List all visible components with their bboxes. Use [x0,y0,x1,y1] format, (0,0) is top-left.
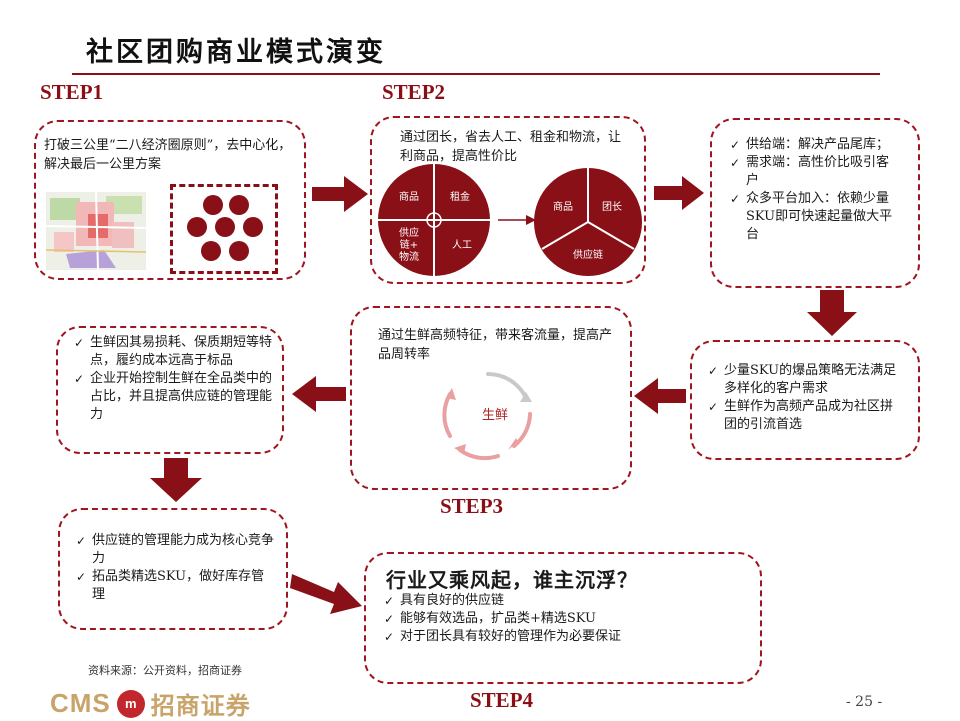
cost-structure-diagram: 商品 租金 供应 链+ 物流 人工 商品 团长 供应链 [378,164,642,276]
step2-text: 通过团长，省去人工、租金和物流，让利商品，提高性价比 [400,130,622,164]
step2-box: 通过团长，省去人工、租金和物流，让利商品，提高性价比 商品 租金 供应 链+ 物… [370,116,646,284]
fresh-issues-list: 生鲜因其易损耗、保质期短等特点，履约成本远高于标品 企业开始控制生鲜在全品类中的… [72,334,272,424]
step4-headline: 行业又乘风起，谁主沉浮？ [386,568,638,592]
arrow-down-icon [807,290,857,336]
core-competence-list: 供应链的管理能力成为核心竞争力 拓品类精选SKU，做好库存管理 [74,532,274,604]
step2-effects-list: 供给端：解决产品尾库； 需求端：高性价比吸引客户 众多平台加入：依赖少量SKU即… [728,136,900,244]
company-logo: CMS m 招商证券 [50,686,251,721]
cycle-label: 生鲜 [482,408,509,423]
pie-label-goods: 商品 [399,190,419,203]
list-item: 能够有效选品，扩品类+精选SKU [382,610,752,628]
step1-text: 打破三公里“二八经济圈原则”，去中心化，解决最后一公里方案 [44,138,292,172]
list-item: 拓品类精选SKU，做好库存管理 [74,568,274,604]
small-arrow-icon [526,215,536,225]
list-item: 需求端：高性价比吸引客户 [728,154,900,190]
step3-problem-box: 少量SKU的爆品策略无法满足多样化的客户需求 生鲜作为高频产品成为社区拼团的引流… [690,340,920,460]
step3-text: 通过生鲜高频特征，带来客流量，提高产品周转率 [378,328,613,362]
list-item: 供应链的管理能力成为核心竞争力 [74,532,274,568]
list-item: 少量SKU的爆品策略无法满足多样化的客户需求 [706,362,902,398]
pie-label-logistics-1: 供应 [399,226,419,239]
step2-effects-box: 供给端：解决产品尾库； 需求端：高性价比吸引客户 众多平台加入：依赖少量SKU即… [710,118,920,288]
list-item: 具有良好的供应链 [382,592,752,610]
step4-label: STEP4 [470,688,534,712]
logo-seal-icon: m [116,689,145,718]
list-item: 企业开始控制生鲜在全品类中的占比，并且提高供应链的管理能力 [72,370,272,424]
pie2-label-leader: 团长 [602,201,622,213]
logo-text-latin: CMS [50,688,111,718]
core-competence-box: 供应链的管理能力成为核心竞争力 拓品类精选SKU，做好库存管理 [58,508,288,630]
arrow-diagonal-icon [290,574,362,614]
pie-label-labor: 人工 [452,239,472,251]
pie-label-logistics-3: 物流 [399,250,419,263]
step3-problem-list: 少量SKU的爆品策略无法满足多样化的客户需求 生鲜作为高频产品成为社区拼团的引流… [706,362,902,434]
list-item: 生鲜作为高频产品成为社区拼团的引流首选 [706,398,902,434]
pie-label-logistics-2: 链+ [400,238,418,251]
fresh-issues-box: 生鲜因其易损耗、保质期短等特点，履约成本远高于标品 企业开始控制生鲜在全品类中的… [56,326,284,454]
list-item: 供给端：解决产品尾库； [728,136,900,154]
list-item: 生鲜因其易损耗、保质期短等特点，履约成本远高于标品 [72,334,272,370]
arrow-left-icon [634,378,686,414]
decentralized-dots-box [170,184,278,274]
page-number: - 25 - [846,694,883,710]
arrow-right-icon [654,176,704,210]
step4-box: 行业又乘风起，谁主沉浮？ 具有良好的供应链 能够有效选品，扩品类+精选SKU 对… [364,552,762,684]
step2-label: STEP2 [382,80,446,104]
title-rule [72,73,880,75]
map-thumbnail [46,192,146,270]
step4-list: 具有良好的供应链 能够有效选品，扩品类+精选SKU 对于团长具有较好的管理作为必… [382,592,752,646]
list-item: 对于团长具有较好的管理作为必要保证 [382,628,752,646]
pie2-label-goods: 商品 [553,200,573,213]
page-title: 社区团购商业模式演变 [86,37,386,68]
community-dots [187,195,263,261]
arrow-left-icon [292,376,346,412]
step3-label: STEP3 [440,494,504,518]
list-item: 众多平台加入：依赖少量SKU即可快速起量做大平台 [728,190,900,244]
pie2-label-supply: 供应链 [573,248,603,261]
arrow-down-icon [150,458,202,502]
step3-box: 通过生鲜高频特征，带来客流量，提高产品周转率 生鲜 [350,306,632,490]
step1-box: 打破三公里“二八经济圈原则”，去中心化，解决最后一公里方案 [34,120,306,280]
arrow-right-icon [312,176,368,212]
source-note: 资料来源：公开资料，招商证券 [88,664,242,677]
logo-text-cn: 招商证券 [150,691,251,720]
fresh-cycle-diagram [442,371,532,461]
step1-label: STEP1 [40,80,104,104]
pie-label-rent: 租金 [450,190,470,203]
